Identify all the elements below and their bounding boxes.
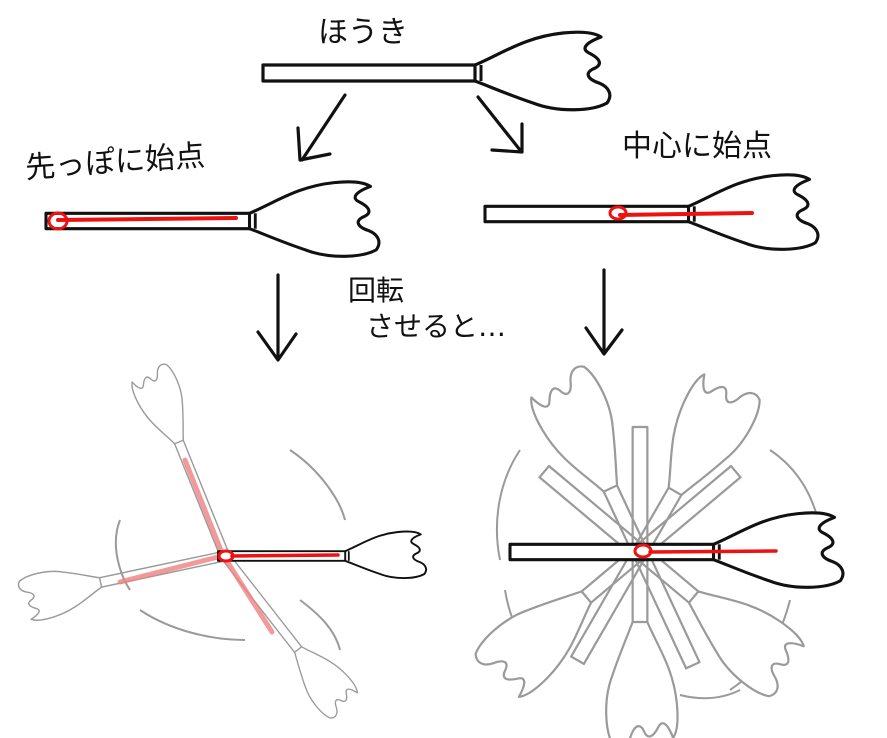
motion-arc: [679, 689, 741, 700]
motion-arc: [495, 449, 521, 561]
pivot-marker-center: [633, 543, 653, 559]
right-pivot-marker: [608, 205, 628, 221]
arrow-down-left-2: [256, 273, 298, 362]
motion-arc: [289, 449, 346, 521]
arrow-down-right: [476, 95, 524, 154]
rotation-center-pivot: [468, 360, 845, 738]
rotate-caption-line2: させると…: [366, 310, 506, 343]
broom-top: [261, 30, 612, 112]
broom-right-center-pivot: [483, 173, 820, 251]
left-red-stroke: [56, 216, 238, 222]
left-caption: 先っぽに始点: [24, 139, 206, 186]
left-pivot-marker: [47, 211, 69, 231]
rotation-tip-pivot: [16, 360, 428, 723]
right-red-stroke: [618, 211, 754, 217]
motion-arc: [299, 599, 341, 651]
pivot-marker-tip: [217, 549, 235, 563]
rotate-caption-line1: 回転: [348, 274, 404, 307]
title-label: ほうき: [318, 15, 408, 50]
arrow-down-left: [296, 93, 347, 162]
right-caption: 中心に始点: [622, 129, 772, 164]
motion-arc: [139, 609, 246, 641]
arrow-down-right-2: [584, 268, 624, 356]
motion-arc: [114, 519, 131, 591]
